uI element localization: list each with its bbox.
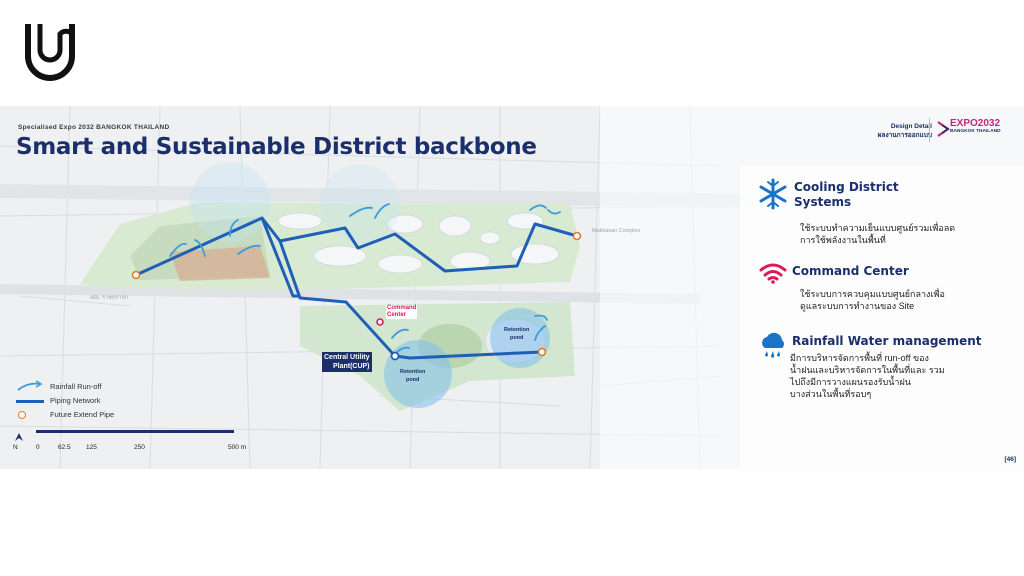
feature-cooling-desc-line2: การใช้พลังงานในพื้นที่	[800, 235, 886, 245]
north-arrow-icon	[15, 433, 23, 441]
cup-label-line1: Central Utility	[324, 354, 370, 361]
feature-cooling-title: Cooling District Systems	[794, 180, 899, 210]
scale-tick-4: 500 m	[228, 444, 247, 451]
retention-pond-label-2: Retention pond	[504, 326, 529, 342]
legend-runoff-label: Rainfall Run-off	[50, 382, 102, 391]
cup-label: Central Utility Plant(CUP)	[322, 352, 372, 372]
expo-mark-icon	[937, 121, 950, 137]
slide-overtitle: Specialised Expo 2032 BANGKOK THAILAND	[18, 124, 170, 131]
retention-pond-label-1-line2: pond	[405, 377, 420, 383]
piping-line-icon	[16, 400, 44, 403]
feature-rainfall-title: Rainfall Water management	[792, 334, 982, 348]
feature-cooling-desc-line1: ใช้ระบบทำความเย็นแบบศูนย์รวมเพื่อลด	[800, 223, 956, 233]
feature-command-center: Command Center ใช้ระบบการควบคุมแบบศูนย์ก…	[758, 262, 1008, 322]
page-number: [46]	[1004, 456, 1016, 463]
north-label: N	[13, 444, 18, 451]
feature-command-center-desc: ใช้ระบบการควบคุมแบบศูนย์กลางเพื่อ ดูแลระ…	[800, 288, 945, 312]
command-center-label-line2: Center	[387, 312, 407, 318]
command-center-label: Command Center	[386, 305, 418, 319]
command-center-label-line1: Command	[387, 305, 417, 311]
scale-tick-0: 0	[36, 444, 40, 451]
feature-rainfall-desc-line4: บางส่วนในพื้นที่รอบๆ	[790, 389, 872, 399]
rain-cloud-icon	[762, 332, 784, 358]
wifi-icon	[759, 263, 787, 284]
makkasan-label: Makkasan Complex	[592, 228, 641, 234]
legend-future-label: Future Extend Pipe	[50, 410, 115, 419]
brand-logo	[25, 24, 75, 81]
piping-network	[131, 203, 582, 361]
feature-rainfall-desc-line1: มีการบริหารจัดการพื้นที่ run-off ของ	[790, 353, 929, 363]
snowflake-icon	[759, 178, 787, 210]
feature-rainfall-desc-line3: ไปถึงมีการวางแผนรองรับน้ำฝน	[790, 377, 911, 387]
feature-command-center-desc-line2: ดูแลระบบการทำงานของ Site	[800, 301, 915, 311]
scale-bar-line	[36, 430, 234, 433]
expo-logo-main: EXPO2032	[950, 118, 1001, 129]
legend-piping-label: Piping Network	[50, 396, 101, 405]
feature-rainfall: Rainfall Water management มีการบริหารจัด…	[758, 332, 1018, 412]
future-pipe-icon	[18, 411, 26, 419]
feature-command-center-title: Command Center	[792, 264, 909, 278]
scale-tick-1: 62.5	[58, 444, 71, 451]
design-detail-label: Design Detail ผลงานการออกแบบ	[878, 122, 932, 140]
runoff-arrow-icon	[17, 380, 43, 391]
feature-cooling-desc: ใช้ระบบทำความเย็นแบบศูนย์รวมเพื่อลด การใ…	[800, 222, 955, 246]
retention-pond-label-2-line2: pond	[509, 335, 524, 341]
design-detail-en: Design Detail	[890, 123, 932, 130]
scale-tick-3: 250	[134, 444, 145, 451]
feature-rainfall-desc: มีการบริหารจัดการพื้นที่ run-off ของ น้ำ…	[790, 352, 945, 400]
slide-title: Smart and Sustainable District backbone	[16, 134, 537, 160]
cup-label-line2: Plant(CUP)	[332, 363, 370, 370]
feature-cooling-title-line2: Systems	[794, 195, 852, 209]
feature-rainfall-desc-line2: น้ำฝนและบริหารจัดการในพื้นที่และ รวม	[790, 365, 945, 375]
feature-cooling-title-line1: Cooling District	[794, 180, 899, 194]
slide-panel: Command Center Central Utility Plant(CUP…	[0, 106, 1024, 469]
expo-logo: EXPO2032 BANGKOK THAILAND	[929, 118, 1010, 142]
retention-pond-label-1: Retention pond	[400, 368, 425, 384]
expo-logo-sub: BANGKOK THAILAND	[950, 129, 1001, 134]
arl-station-label: ARL ราชปรารภ	[90, 295, 128, 301]
scale-tick-2: 125	[86, 444, 97, 451]
design-detail-th: ผลงานการออกแบบ	[877, 132, 932, 139]
feature-cooling: Cooling District Systems ใช้ระบบทำความเย…	[758, 178, 1008, 248]
retention-pond-label-2-line1: Retention	[504, 327, 530, 333]
retention-pond-label-1-line1: Retention	[400, 369, 426, 375]
feature-command-center-desc-line1: ใช้ระบบการควบคุมแบบศูนย์กลางเพื่อ	[800, 289, 945, 299]
